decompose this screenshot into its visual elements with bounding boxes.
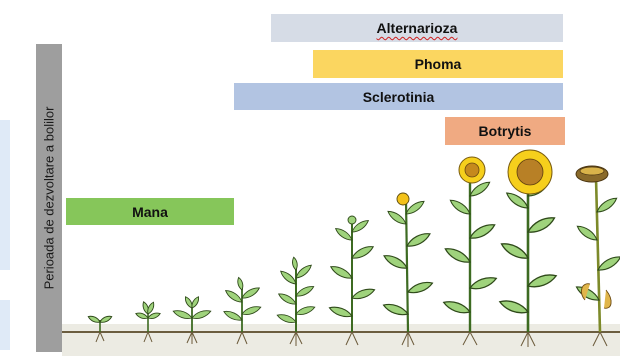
sunflower-stage-3 — [172, 296, 212, 332]
sunflower-stage-8 — [442, 157, 497, 332]
sunflower-stage-5 — [276, 257, 316, 332]
sunflower-stage-2 — [135, 301, 161, 332]
sunflower-stage-9 — [498, 150, 557, 332]
sunflower-stage-4 — [223, 277, 262, 332]
sunflower-stage-7 — [382, 193, 434, 332]
sunflower-stage-6 — [328, 216, 376, 332]
roots — [96, 332, 607, 347]
sunflower-stage-1 — [87, 314, 112, 332]
sunflower-stage-10 — [575, 166, 620, 332]
